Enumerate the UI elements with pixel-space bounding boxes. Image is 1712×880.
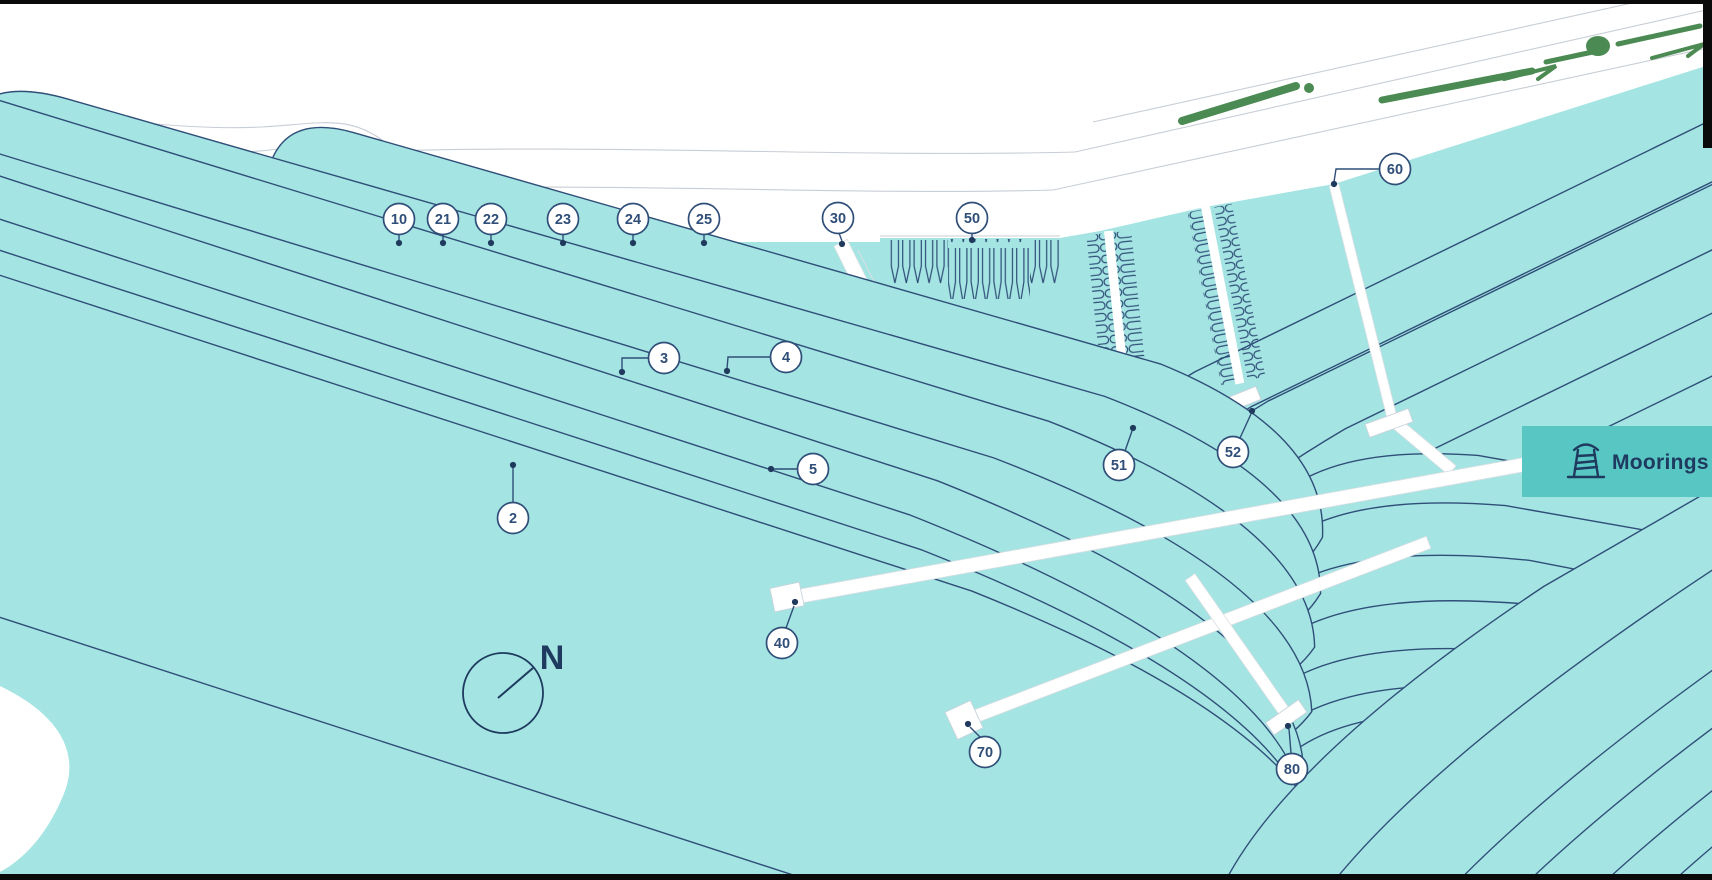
svg-text:10: 10 (391, 212, 407, 228)
pier-52-group (1187, 203, 1266, 417)
svg-text:5: 5 (809, 462, 817, 478)
svg-text:60: 60 (1387, 162, 1403, 178)
svg-text:22: 22 (483, 212, 499, 228)
berth-marker-80[interactable]: 80 (1275, 722, 1309, 786)
north-label: N (540, 639, 565, 677)
berth-marker-52[interactable]: 52 (1216, 407, 1256, 469)
pier-80-walkway (1184, 573, 1308, 736)
svg-text:2: 2 (509, 511, 517, 527)
mooring-bollard-icon (1566, 443, 1606, 479)
berth-markers: 10 21 22 23 24 25 30 50 (382, 152, 1412, 786)
svg-text:4: 4 (782, 350, 790, 366)
svg-text:40: 40 (774, 636, 790, 652)
compass: N (462, 639, 565, 734)
berth-marker-22[interactable]: 22 (474, 202, 508, 247)
moorings-label: Moorings (1612, 451, 1709, 474)
pier-50-comb (888, 239, 1059, 299)
berth-marker-50[interactable]: 50 (955, 201, 989, 244)
berth-marker-70[interactable]: 70 (964, 720, 1002, 769)
berth-marker-24[interactable]: 24 (616, 202, 650, 247)
compass-circle (462, 652, 544, 734)
berth-marker-5[interactable]: 5 (767, 452, 830, 486)
berth-marker-25[interactable]: 25 (687, 202, 721, 247)
svg-text:51: 51 (1111, 458, 1127, 474)
berth-marker-2[interactable]: 2 (496, 461, 530, 535)
svg-text:80: 80 (1284, 762, 1300, 778)
berth-marker-3[interactable]: 3 (618, 341, 681, 376)
berth-marker-40[interactable]: 40 (765, 598, 799, 660)
svg-text:50: 50 (964, 211, 980, 227)
svg-text:3: 3 (660, 351, 668, 367)
tree-dot (1586, 36, 1610, 56)
shore-spit (0, 686, 70, 872)
svg-text:30: 30 (830, 211, 846, 227)
svg-text:25: 25 (696, 212, 712, 228)
berth-marker-10[interactable]: 10 (382, 202, 416, 247)
svg-text:70: 70 (977, 745, 993, 761)
berth-marker-23[interactable]: 23 (546, 202, 580, 247)
berth-marker-60[interactable]: 60 (1330, 152, 1412, 188)
svg-text:21: 21 (435, 212, 451, 228)
compass-needle (497, 667, 534, 699)
berth-marker-30[interactable]: 30 (821, 201, 855, 248)
berth-marker-51[interactable]: 51 (1102, 424, 1137, 482)
berth-marker-21[interactable]: 21 (426, 202, 460, 247)
svg-text:23: 23 (555, 212, 571, 228)
svg-text:24: 24 (625, 212, 641, 228)
moorings-legend[interactable]: Moorings (1522, 426, 1712, 497)
svg-text:52: 52 (1225, 445, 1241, 461)
berth-marker-4[interactable]: 4 (723, 340, 803, 375)
